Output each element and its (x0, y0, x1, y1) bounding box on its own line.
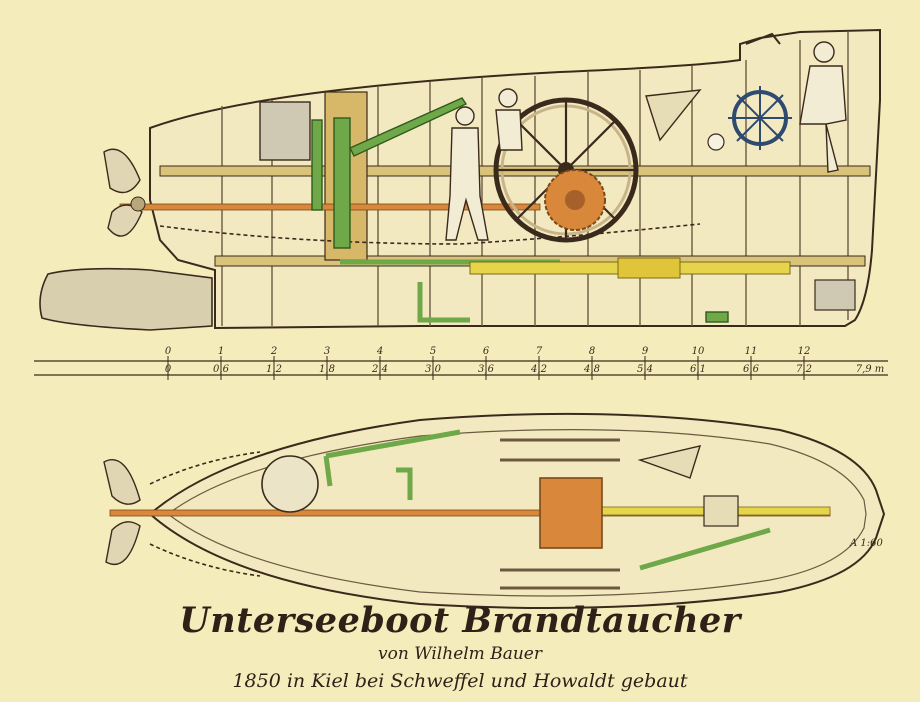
scale-label-lower: 0 (165, 364, 172, 375)
scale-label-upper: 11 (745, 346, 758, 357)
scale-label-lower: 4,8 (583, 364, 600, 375)
crew-figures (445, 41, 847, 241)
scale-label-lower: 2,4 (371, 364, 388, 375)
plan-view: A 1:60 (103, 412, 886, 609)
plan-gearbox (539, 477, 603, 549)
scale-label-upper: 3 (324, 346, 330, 357)
propeller-plan (103, 459, 141, 566)
cone-vent (645, 89, 702, 142)
scale-label-upper: 1 (218, 346, 224, 357)
scale-label-upper: 8 (589, 346, 595, 357)
steering-wheel (728, 86, 792, 150)
plan-green-piping (323, 429, 771, 571)
scale-label-upper: 12 (798, 346, 811, 357)
scale-label-upper: 4 (376, 346, 383, 357)
water-tank (259, 101, 311, 161)
scale-label-lower: 1,2 (266, 364, 282, 375)
scale-label-lower: 0,6 (213, 364, 230, 375)
pressure-gauge (707, 133, 725, 151)
scale-label-upper: 5 (430, 346, 436, 357)
drawing-author: von Wilhelm Bauer (378, 644, 542, 664)
scale-bar: 0 0 1 0,6 2 1,2 3 1,8 4 2,4 5 3,0 6 3,6 7 4,2 8 4,8 9 5,4 10… (34, 346, 888, 380)
scale-label-lower: 1,8 (319, 364, 335, 375)
plan-pump-box (703, 495, 739, 527)
scale-label-lower: 7,2 (796, 364, 812, 375)
rudder (39, 267, 213, 331)
scale-end-label: 7,9 m (856, 364, 885, 375)
plan-chains (149, 451, 261, 577)
scale-label-lower: 3,6 (478, 364, 495, 375)
hull-side-outline (149, 28, 881, 330)
scale-label-upper: 10 (692, 346, 705, 357)
scale-label-upper: 0 (165, 346, 172, 357)
scale-label-lower: 6,6 (743, 364, 760, 375)
scale-label-lower: 5,4 (637, 364, 653, 375)
plan-round-tank (261, 455, 319, 513)
scale-label-upper: 7 (536, 346, 543, 357)
pump-cylinder (617, 257, 681, 279)
plan-scale-mark: A 1:60 (849, 538, 883, 549)
plan-frames (500, 438, 620, 590)
treadwheel (493, 97, 639, 243)
propeller-side (103, 148, 146, 237)
drawing-build-note: 1850 in Kiel bei Schweffel und Howaldt g… (232, 670, 688, 692)
hull-plan-inner-line (167, 429, 867, 597)
drawing-title: Unterseeboot Brandtaucher (179, 600, 741, 641)
scale-label-lower: 6,1 (690, 364, 706, 375)
scale-label-upper: 2 (270, 346, 277, 357)
scale-label-lower: 4,2 (530, 364, 547, 375)
scale-label-upper: 6 (483, 346, 490, 357)
drive-chain (159, 223, 701, 245)
side-elevation (39, 28, 881, 331)
scale-label-upper: 9 (642, 346, 649, 357)
bow-fitting (814, 279, 856, 311)
scale-label-lower: 3,0 (425, 364, 442, 375)
hatch (745, 32, 781, 45)
plan-funnel (637, 445, 702, 479)
